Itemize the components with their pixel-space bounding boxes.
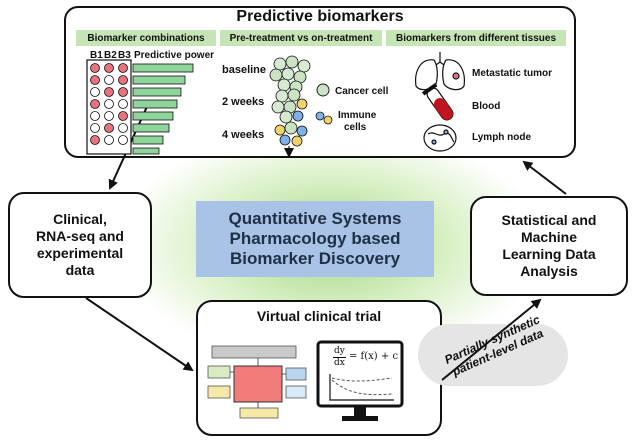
center-line2: Pharmacology based xyxy=(229,229,401,248)
col-b1-label: B1 xyxy=(90,50,103,61)
ml-analysis-text: Statistical and Machine Learning Data An… xyxy=(470,196,628,296)
ml-line4: Analysis xyxy=(520,263,578,279)
arrow-trial-to-ml xyxy=(441,298,542,381)
lungs-icon xyxy=(415,52,465,91)
equation-dx: dx xyxy=(334,358,345,368)
blood-tube-icon xyxy=(421,83,454,121)
predictive-power-bars xyxy=(132,63,194,155)
col-b3-label: B3 xyxy=(118,50,131,61)
equation-dy: dy xyxy=(334,346,345,356)
cluster-4weeks xyxy=(274,121,308,147)
immune-cells-icon xyxy=(315,111,333,125)
combination-dots xyxy=(90,63,128,145)
arrow-ml-to-top xyxy=(522,160,567,195)
ml-line1: Statistical and xyxy=(501,212,597,228)
arrow-clinical-to-trial xyxy=(85,297,194,372)
cell-clusters xyxy=(269,55,311,158)
tissues-header: Biomarkers from different tissues xyxy=(386,30,566,46)
clinical-line1: Clinical, xyxy=(53,211,107,227)
time-baseline-label: baseline xyxy=(222,64,267,76)
blood-label: Blood xyxy=(472,101,501,112)
equation-fraction-bar xyxy=(333,357,346,358)
clinical-data-node xyxy=(8,192,152,298)
cancer-cell-icon xyxy=(316,83,330,97)
clinical-line2: RNA-seq and xyxy=(36,228,124,244)
center-line1: Quantitative Systems xyxy=(228,209,402,228)
immune-label-line1: Immune xyxy=(338,110,377,121)
treatment-header: Pre-treatment vs on-treatment xyxy=(220,30,382,46)
biomarker-combinations-header: Biomarker combinations xyxy=(76,30,216,46)
clinical-line4: data xyxy=(65,262,95,278)
predictive-biomarkers-title: Predictive biomarkers xyxy=(236,8,404,25)
clinical-line3: experimental xyxy=(36,245,124,261)
cluster-2weeks xyxy=(271,88,308,124)
metastatic-tumor-label: Metastatic tumor xyxy=(472,68,553,79)
col-b2-label: B2 xyxy=(104,50,117,61)
clinical-data-text: Clinical, RNA-seq and experimental data xyxy=(8,192,152,298)
biomarker-grid xyxy=(86,59,194,155)
virtual-trial-title: Virtual clinical trial xyxy=(256,308,382,324)
qsp-center-box: Quantitative Systems Pharmacology based … xyxy=(196,201,434,277)
ml-analysis-node xyxy=(470,196,628,296)
predictive-power-label: Predictive power xyxy=(134,50,215,61)
cancer-cell-label: Cancer cell xyxy=(335,86,389,97)
lymph-node-label: Lymph node xyxy=(472,132,532,143)
center-line3: Biomarker Discovery xyxy=(229,249,401,268)
ml-line3: Learning Data xyxy=(502,246,596,262)
ml-line2: Machine xyxy=(520,229,577,245)
immune-label-line2: cells xyxy=(344,122,367,133)
equation-rhs: = f(x) + c xyxy=(349,351,399,362)
time-2weeks-label: 2 weeks xyxy=(222,96,265,108)
synthetic-data-pill xyxy=(418,324,568,386)
monitor-icon xyxy=(316,340,404,421)
model-schematic xyxy=(207,345,307,419)
flow-arrows xyxy=(85,99,567,381)
time-4weeks-label: 4 weeks xyxy=(222,129,265,141)
cluster-baseline xyxy=(269,55,311,94)
lymph-node-icon xyxy=(423,124,457,152)
